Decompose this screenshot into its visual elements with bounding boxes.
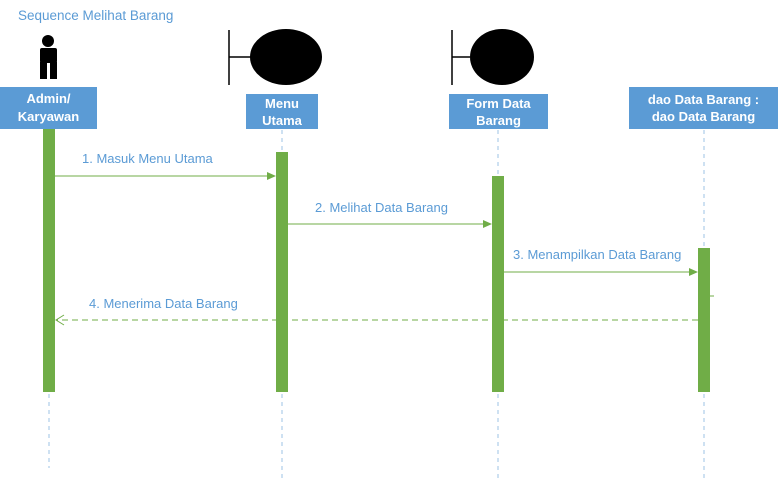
participant-label: Utama xyxy=(262,113,303,128)
participant-label: Menu xyxy=(265,96,299,111)
arrowhead xyxy=(689,268,698,276)
participant-label: Admin/ xyxy=(26,91,70,106)
participant-label: Karyawan xyxy=(18,109,79,124)
message-3: 3. Menampilkan Data Barang xyxy=(504,247,698,276)
participant-label: Barang xyxy=(476,113,521,128)
message-1: 1. Masuk Menu Utama xyxy=(55,151,276,180)
participant-label: dao Data Barang xyxy=(652,109,755,124)
diagram-title: Sequence Melihat Barang xyxy=(18,8,173,23)
message-label: 1. Masuk Menu Utama xyxy=(82,151,214,166)
message-label: 2. Melihat Data Barang xyxy=(315,200,448,215)
activation-bar-form-data-barang xyxy=(492,176,504,392)
participant-label: Form Data xyxy=(466,96,531,111)
message-label: 3. Menampilkan Data Barang xyxy=(513,247,681,262)
arrowhead xyxy=(55,314,65,326)
participant-form-data-barang: Form Data Barang xyxy=(449,94,548,129)
participant-admin-karyawan: Admin/ Karyawan xyxy=(0,87,97,129)
arrowhead xyxy=(483,220,492,228)
person-icon xyxy=(40,35,57,79)
message-2: 2. Melihat Data Barang xyxy=(288,200,492,228)
message-label: 4. Menerima Data Barang xyxy=(89,296,238,311)
activation-bar-menu-utama xyxy=(276,152,288,392)
boundary-icon xyxy=(451,29,534,85)
participant-menu-utama: Menu Utama xyxy=(246,94,318,129)
participant-dao-data-barang: dao Data Barang : dao Data Barang xyxy=(629,87,778,129)
boundary-icon xyxy=(228,29,322,85)
message-4: 4. Menerima Data Barang xyxy=(55,296,698,326)
arrowhead xyxy=(267,172,276,180)
activation-bar-dao-data-barang xyxy=(698,248,710,392)
activation-bar-admin xyxy=(43,129,55,392)
participant-label: dao Data Barang : xyxy=(648,92,759,107)
